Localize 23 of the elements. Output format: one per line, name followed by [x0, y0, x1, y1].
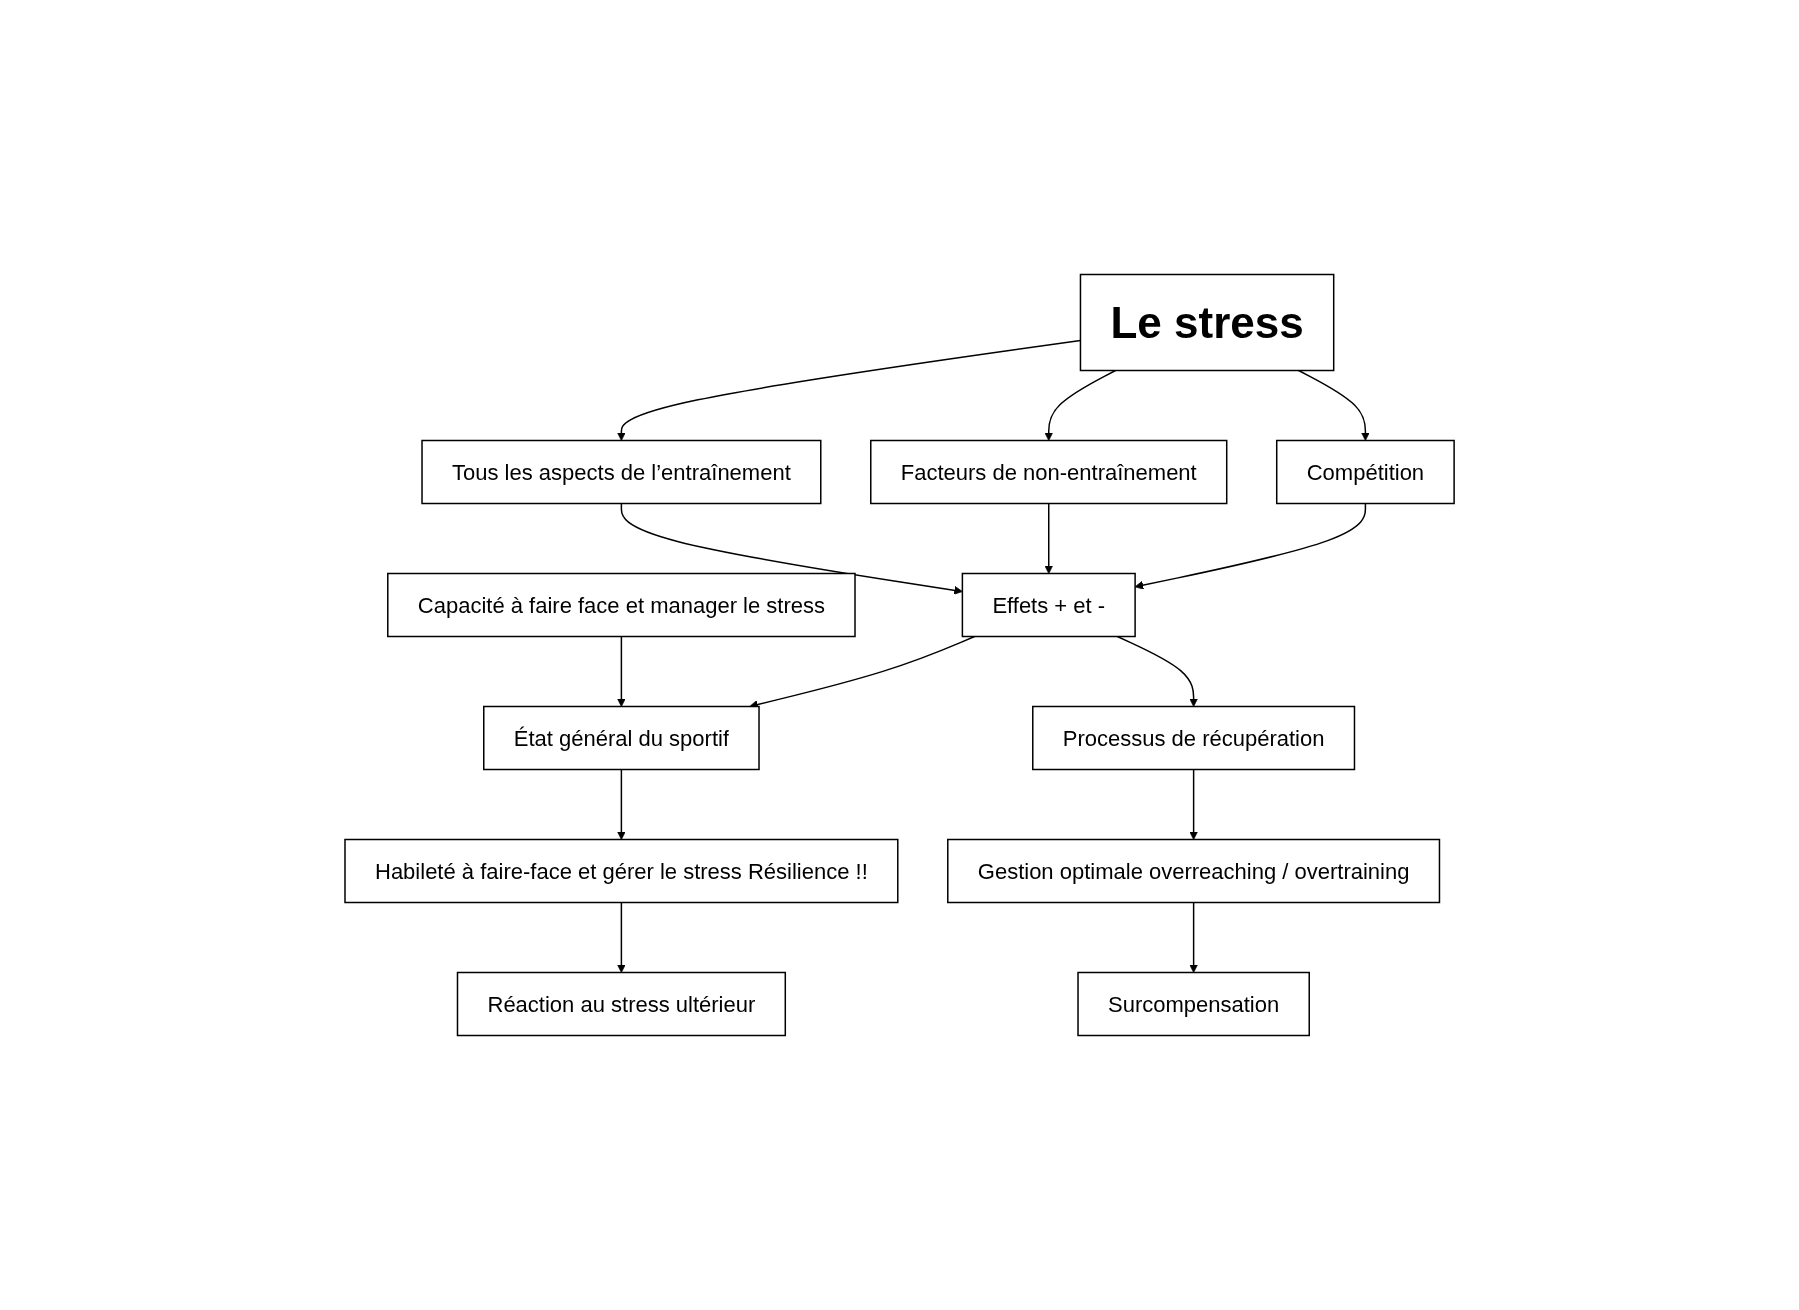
arrow — [1189, 768, 1198, 840]
arrow — [1116, 635, 1198, 707]
node-box: Habileté à faire-face et gérer le stress Résilience !! — [344, 838, 899, 904]
node-box: État général du sportif — [482, 705, 760, 771]
arrow — [1189, 901, 1198, 973]
node-box: Capacité à faire face et manager le stress — [386, 572, 856, 638]
arrow — [616, 901, 626, 973]
node-box: Gestion optimale overreaching / overtraining — [946, 838, 1441, 904]
arrow — [749, 635, 976, 709]
node-box: Processus de récupération — [1031, 705, 1356, 771]
node-box: Surcompensation — [1077, 971, 1310, 1037]
node-box: Effets + et - — [961, 572, 1136, 638]
arrow — [1297, 369, 1370, 441]
arrow — [616, 635, 626, 707]
node-box: Compétition — [1275, 439, 1455, 505]
arrow — [616, 768, 626, 840]
node-box: Tous les aspects de l’entraînement — [421, 439, 822, 505]
arrow — [620, 502, 963, 595]
node-box: Réaction au stress ultérieur — [456, 971, 786, 1037]
node-box: Facteurs de non-entraînement — [869, 439, 1228, 505]
arrow — [1044, 502, 1054, 574]
arrow — [1044, 369, 1117, 441]
node-box: Le stress — [1079, 273, 1335, 372]
